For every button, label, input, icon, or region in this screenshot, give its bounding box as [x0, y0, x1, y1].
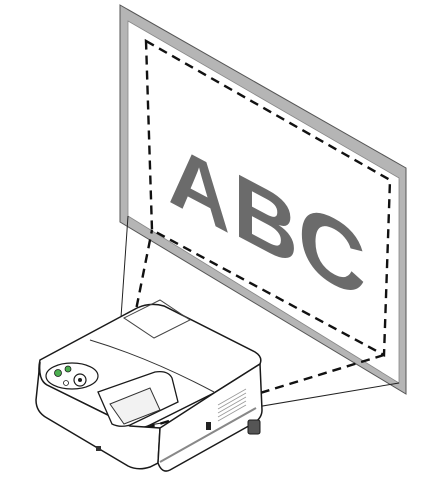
side-port: [206, 422, 211, 430]
front-sensor: [96, 446, 101, 451]
adjustable-foot: [248, 420, 260, 434]
control-dial-center: [78, 378, 82, 382]
control-panel: [46, 363, 98, 389]
status-indicator: [65, 366, 71, 372]
projector: [36, 300, 262, 471]
menu-button: [64, 381, 69, 386]
power-button: [55, 370, 62, 377]
